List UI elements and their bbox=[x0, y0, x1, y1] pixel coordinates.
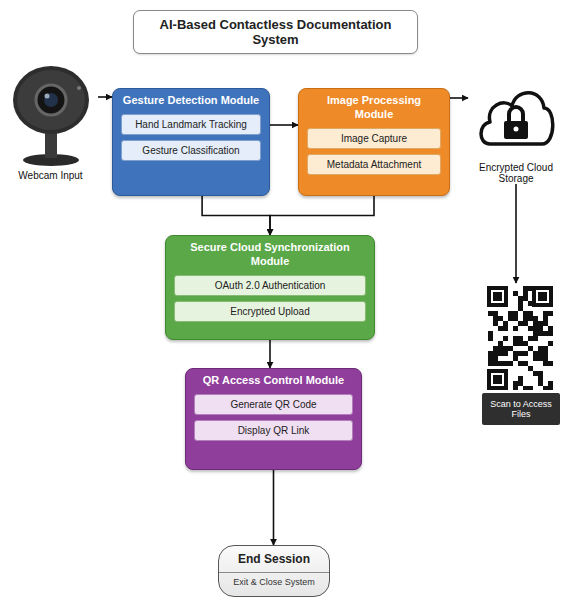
sub-step-box: Hand Landmark Tracking bbox=[121, 114, 261, 135]
cloud-storage-node: Encrypted Cloud Storage bbox=[468, 66, 564, 184]
module-title: QR Access Control Module bbox=[194, 374, 353, 388]
module-title: Secure Cloud Synchronization Module bbox=[174, 241, 366, 269]
flow-arrow bbox=[270, 196, 374, 235]
flow-arrow bbox=[270, 124, 298, 126]
webcam-icon bbox=[5, 60, 97, 168]
sub-step-box: OAuth 2.0 Authentication bbox=[174, 275, 366, 296]
qr-code-icon bbox=[487, 284, 553, 390]
module-box: QR Access Control ModuleGenerate QR Code… bbox=[185, 368, 362, 470]
flow-arrow bbox=[98, 96, 112, 98]
sub-step-box: Gesture Classification bbox=[121, 140, 261, 161]
module-box: Image Processing ModuleImage CaptureMeta… bbox=[298, 88, 450, 196]
step-label: Metadata Attachment bbox=[312, 159, 436, 170]
webcam-node: Webcam Input bbox=[3, 60, 98, 181]
end-subtitle: Exit & Close System bbox=[225, 577, 323, 587]
module-box: Gesture Detection ModuleHand Landmark Tr… bbox=[112, 88, 270, 196]
step-label: Display QR Link bbox=[199, 425, 348, 436]
sub-step-box: Image Capture bbox=[307, 128, 441, 149]
step-label: OAuth 2.0 Authentication bbox=[179, 280, 361, 291]
qr-caption: Scan to Access Files bbox=[482, 393, 560, 425]
flow-arrow bbox=[269, 340, 271, 368]
step-label: Image Capture bbox=[312, 133, 436, 144]
sub-step-box: Metadata Attachment bbox=[307, 154, 441, 175]
end-title: End Session bbox=[219, 552, 329, 573]
icon-label: Webcam Input bbox=[3, 170, 98, 181]
cloud-lock-icon bbox=[476, 66, 556, 154]
step-label: Generate QR Code bbox=[199, 399, 348, 410]
icon-label: Encrypted Cloud Storage bbox=[468, 162, 564, 184]
step-label: Hand Landmark Tracking bbox=[126, 119, 256, 130]
sub-step-box: Display QR Link bbox=[194, 420, 353, 441]
qr-access-node: Scan to Access Files bbox=[482, 283, 560, 425]
end-session-box: End SessionExit & Close System bbox=[218, 545, 330, 597]
diagram-title: AI-Based Contactless Documentation Syste… bbox=[133, 10, 418, 54]
module-title: Image Processing Module bbox=[307, 94, 441, 122]
sub-step-box: Generate QR Code bbox=[194, 394, 353, 415]
module-box: Secure Cloud Synchronization ModuleOAuth… bbox=[165, 235, 375, 340]
sub-step-box: Encrypted Upload bbox=[174, 301, 366, 322]
flow-arrow bbox=[202, 196, 270, 235]
step-label: Encrypted Upload bbox=[179, 306, 361, 317]
flow-arrow bbox=[450, 97, 468, 99]
step-label: Gesture Classification bbox=[126, 145, 256, 156]
flow-arrow bbox=[515, 184, 517, 283]
module-title: Gesture Detection Module bbox=[121, 94, 261, 108]
flow-arrow bbox=[273, 470, 275, 545]
